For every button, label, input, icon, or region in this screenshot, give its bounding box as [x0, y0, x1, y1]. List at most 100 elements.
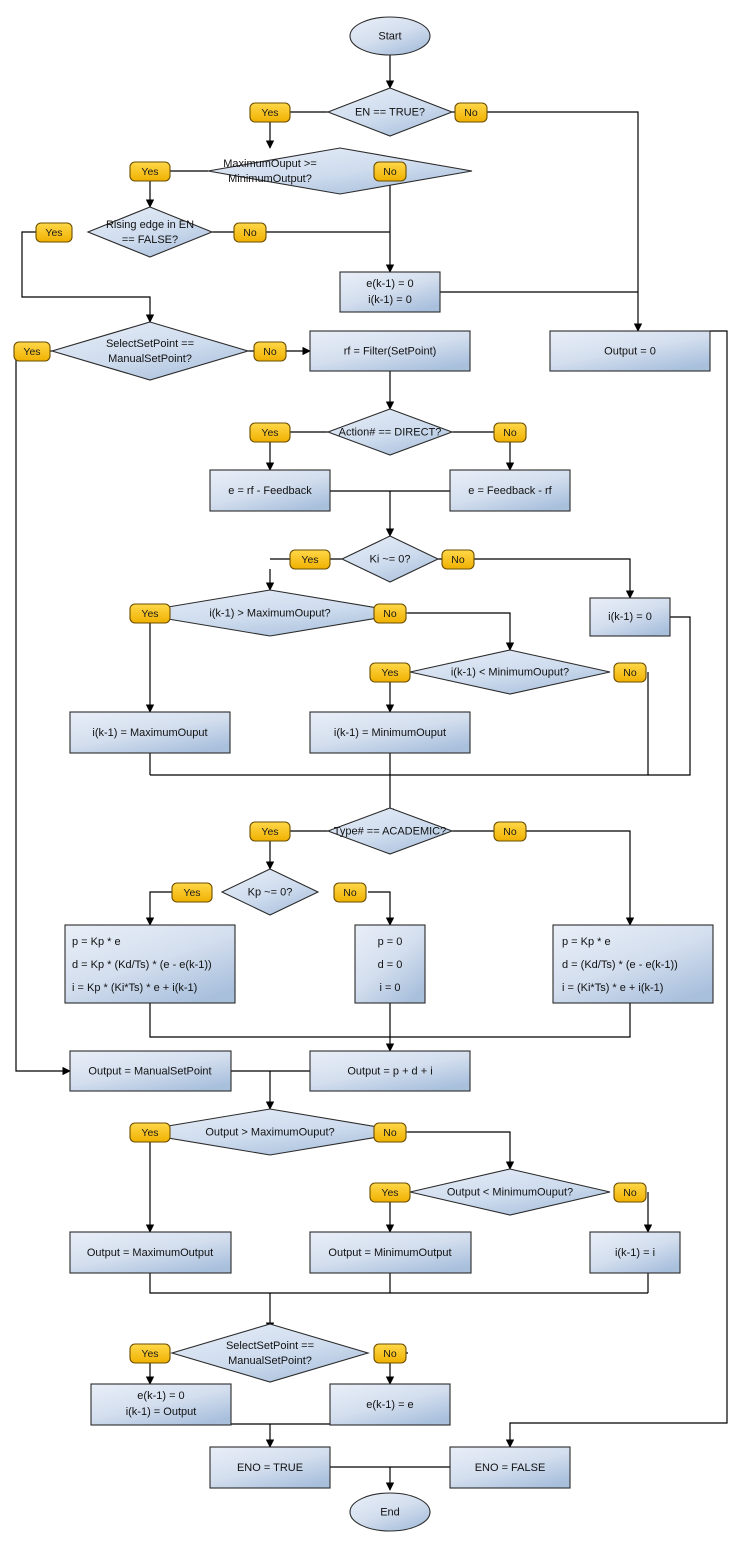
node-out-eq-min[interactable]: Output = MinimumOutput	[309, 1231, 472, 1274]
yes-badge	[129, 1122, 171, 1143]
ik-zero-box	[589, 597, 671, 637]
edge-pid-par-merge	[390, 1003, 631, 1038]
no-badge	[613, 662, 647, 683]
ek-eq-e-label: e(k-1) = e	[366, 1399, 413, 1411]
node-out-eq-max[interactable]: Output = MaximumOutput	[69, 1231, 232, 1274]
yes-badge-label: Yes	[141, 1127, 158, 1139]
ik-lt-min-diamond	[409, 649, 611, 695]
pid-parallel-line2: d = (Kd/Ts) * (e - e(k-1))	[562, 959, 678, 971]
node-output-zero[interactable]: Output = 0	[549, 330, 711, 372]
no-badge-label: No	[263, 346, 277, 358]
node-ek-zero-ik-out[interactable]: e(k-1) = 0 i(k-1) = Output	[90, 1383, 232, 1426]
badge-en-true-yes: Yes	[249, 102, 291, 123]
node-ik-gt-max[interactable]: i(k-1) > MaximumOuput?	[131, 589, 409, 637]
edge-output0-to-enofalse	[505, 330, 728, 1448]
edge-layer	[15, 55, 728, 1491]
node-out-pdi[interactable]: Output = p + d + i	[309, 1050, 471, 1092]
edge-ki-no	[438, 558, 635, 599]
node-ki-nonzero[interactable]: Ki ~= 0?	[340, 535, 440, 583]
no-badge	[373, 161, 407, 182]
max-ge-min-line2: MinimumOutput?	[228, 173, 312, 185]
rf-filter-label: rf = Filter(SetPoint)	[344, 345, 437, 357]
edge-pid-acad-merge	[149, 1003, 390, 1038]
badge-ki-no: No	[441, 549, 475, 570]
node-out-gt-max[interactable]: Output > MaximumOuput?	[131, 1108, 409, 1156]
node-pid-zero[interactable]: p = 0 d = 0 i = 0	[354, 924, 426, 1004]
ik-eq-max-label: i(k-1) = MaximumOuput	[92, 727, 207, 739]
out-manual-label: Output = ManualSetPoint	[88, 1065, 211, 1077]
node-reset-ek-ik[interactable]: e(k-1) = 0 i(k-1) = 0	[339, 271, 441, 313]
badge-outmin-no: No	[613, 1182, 647, 1203]
no-badge-label: No	[383, 608, 397, 620]
max-ge-min	[207, 147, 473, 195]
badge-kp-yes: Yes	[171, 882, 213, 903]
node-ik-lt-min[interactable]: i(k-1) < MinimumOuput?	[409, 649, 611, 695]
node-end[interactable]: End	[349, 1492, 431, 1532]
node-eno-true[interactable]: ENO = TRUE	[209, 1446, 331, 1489]
no-badge-label: No	[383, 1127, 397, 1139]
no-badge-label: No	[383, 166, 397, 178]
badge-sp1-yes: Yes	[13, 341, 51, 362]
no-badge-label: No	[503, 427, 517, 439]
badge-ikmin-yes: Yes	[369, 662, 411, 683]
ik-eq-i-label: i(k-1) = i	[615, 1247, 655, 1259]
reset-line1: e(k-1) = 0	[366, 278, 413, 290]
pid-parallel-line3: i = (Ki*Ts) * e + i(k-1)	[562, 982, 663, 994]
node-ek-eq-e[interactable]: e(k-1) = e	[329, 1383, 451, 1426]
node-out-manual[interactable]: Output = ManualSetPoint	[69, 1050, 232, 1092]
action-direct-diamond	[326, 408, 454, 456]
output-zero-label: Output = 0	[604, 345, 656, 357]
yes-badge	[13, 341, 51, 362]
yes-badge-label: Yes	[141, 166, 158, 178]
badge-type-yes: Yes	[249, 821, 291, 842]
e-rf-feedback-label: e = rf - Feedback	[228, 485, 312, 497]
yes-badge	[129, 603, 171, 624]
start-ellipse	[349, 16, 431, 56]
kp-nonzero-label: Kp ~= 0?	[248, 886, 293, 898]
node-ik-eq-max[interactable]: i(k-1) = MaximumOuput	[69, 711, 231, 754]
e-feedback-rf-box	[449, 469, 571, 512]
node-ik-eq-min[interactable]: i(k-1) = MinimumOuput	[309, 711, 471, 754]
reset-line2: i(k-1) = 0	[368, 294, 412, 306]
node-e-rf-feedback[interactable]: e = rf - Feedback	[209, 469, 331, 512]
no-badge-label: No	[623, 667, 637, 679]
node-pid-parallel[interactable]: p = Kp * e d = (Kd/Ts) * (e - e(k-1)) i …	[552, 924, 714, 1004]
node-start[interactable]: Start	[349, 16, 431, 56]
node-select-setpoint-1[interactable]: SelectSetPoint == ManualSetPoint?	[50, 321, 250, 381]
node-type-academic[interactable]: Type# == ACADEMIC?	[326, 807, 454, 855]
edge-kp-yes	[145, 891, 172, 926]
yes-badge	[171, 882, 213, 903]
no-badge	[493, 422, 527, 443]
no-badge-label: No	[503, 826, 517, 838]
ik-eq-i-box	[589, 1231, 681, 1274]
no-badge-label: No	[464, 107, 478, 119]
node-rf-filter[interactable]: rf = Filter(SetPoint)	[309, 330, 471, 372]
node-e-feedback-rf[interactable]: e = Feedback - rf	[449, 469, 571, 512]
yes-badge-label: Yes	[381, 667, 398, 679]
e-feedback-rf-label: e = Feedback - rf	[468, 485, 552, 497]
yes-badge-label: Yes	[23, 346, 40, 358]
node-ik-zero[interactable]: i(k-1) = 0	[589, 597, 671, 637]
node-ik-eq-i[interactable]: i(k-1) = i	[589, 1231, 681, 1274]
node-select-setpoint-2[interactable]: SelectSetPoint == ManualSetPoint?	[170, 1323, 370, 1383]
en-true-label: EN == TRUE?	[355, 106, 425, 118]
type-academic-label: Type# == ACADEMIC?	[334, 825, 447, 837]
node-kp-nonzero[interactable]: Kp ~= 0?	[220, 868, 320, 916]
node-max-ge-min[interactable]: MaximumOuput >= MinimumOutput?	[207, 147, 473, 195]
node-action-direct[interactable]: Action# == DIRECT?	[326, 408, 454, 456]
ki-nonzero-label: Ki ~= 0?	[370, 553, 411, 565]
node-eno-false[interactable]: ENO = FALSE	[449, 1446, 571, 1489]
eno-false-box	[449, 1446, 571, 1489]
ik-eq-min-label: i(k-1) = MinimumOuput	[334, 727, 446, 739]
badge-ikmin-no: No	[613, 662, 647, 683]
end-label: End	[380, 1506, 400, 1518]
yes-badge	[289, 549, 331, 570]
e-rf-feedback-box	[209, 469, 331, 512]
node-en-true[interactable]: EN == TRUE?	[326, 87, 454, 137]
node-out-lt-min[interactable]: Output < MinimumOuput?	[409, 1168, 611, 1216]
node-pid-academic[interactable]: p = Kp * e d = Kp * (Kd/Ts) * (e - e(k-1…	[64, 924, 236, 1004]
out-manual-box	[69, 1050, 232, 1092]
pid-zero-line2: d = 0	[378, 959, 403, 971]
node-rising-edge[interactable]: Rising edge in EN == FALSE?	[86, 206, 214, 258]
